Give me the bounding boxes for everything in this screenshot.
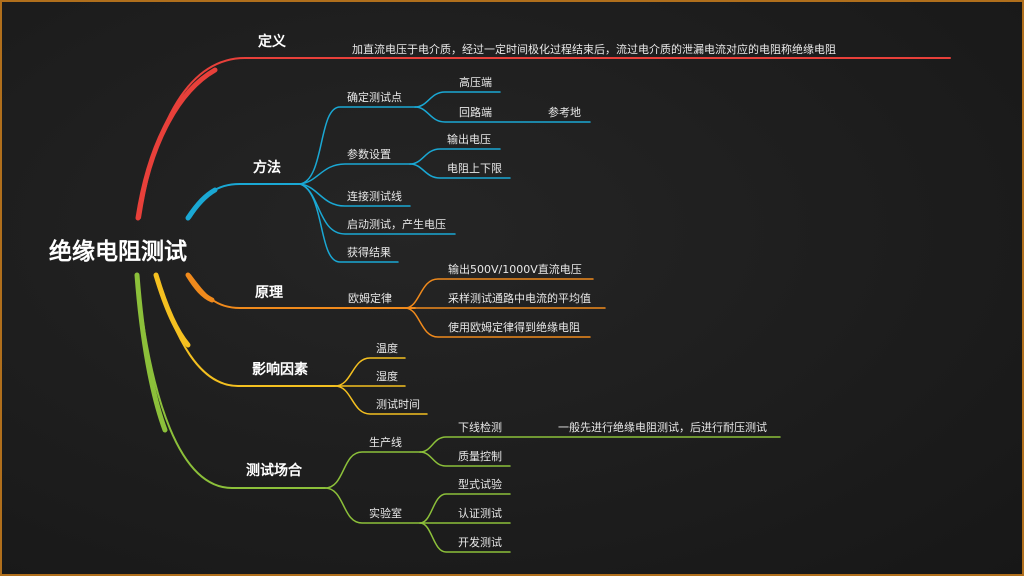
method-item[interactable]: 参数设置 — [347, 148, 391, 161]
scenario-subitem[interactable]: 质量控制 — [458, 450, 502, 463]
scenario-subitem[interactable]: 开发测试 — [458, 536, 502, 549]
scenario-item[interactable]: 生产线 — [369, 436, 402, 449]
branch-definition-line — [139, 57, 951, 219]
method-item[interactable]: 获得结果 — [347, 246, 391, 259]
principle-subitem[interactable]: 采样测试通路中电流的平均值 — [448, 292, 591, 305]
principle-subitem[interactable]: 输出500V/1000V直流电压 — [448, 263, 582, 276]
root-topic[interactable]: 绝缘电阻测试 — [49, 239, 187, 265]
factor-item[interactable]: 测试时间 — [376, 398, 420, 411]
scenario-subitem[interactable]: 型式试验 — [458, 478, 502, 491]
factor-item[interactable]: 湿度 — [376, 370, 398, 383]
branch-factors-line — [155, 274, 336, 387]
branch-factors[interactable]: 影响因素 — [252, 362, 308, 378]
factor-item[interactable]: 温度 — [376, 342, 398, 355]
method-item[interactable]: 确定测试点 — [347, 91, 402, 104]
method-subitem[interactable]: 输出电压 — [447, 133, 491, 146]
method-subitem[interactable]: 回路端 — [459, 106, 492, 119]
branch-method[interactable]: 方法 — [253, 160, 281, 176]
branch-method-line — [189, 183, 301, 219]
scenario-subitem[interactable]: 下线检测 — [458, 421, 502, 434]
method-note[interactable]: 参考地 — [548, 106, 581, 119]
principle-item[interactable]: 欧姆定律 — [348, 292, 392, 305]
method-item[interactable]: 启动测试，产生电压 — [347, 218, 446, 231]
principle-subitem[interactable]: 使用欧姆定律得到绝缘电阻 — [448, 321, 580, 334]
branch-definition[interactable]: 定义 — [258, 34, 286, 50]
branch-principle[interactable]: 原理 — [255, 285, 283, 301]
definition-text[interactable]: 加直流电压于电介质，经过一定时间极化过程结束后，流过电介质的泄漏电流对应的电阻称… — [352, 43, 836, 56]
method-subitem[interactable]: 电阻上下限 — [447, 162, 502, 175]
scenario-note[interactable]: 一般先进行绝缘电阻测试，后进行耐压测试 — [558, 421, 767, 434]
method-subitem[interactable]: 高压端 — [459, 76, 492, 89]
method-item[interactable]: 连接测试线 — [347, 190, 402, 203]
scenario-subitem[interactable]: 认证测试 — [458, 507, 502, 520]
scenario-item[interactable]: 实验室 — [369, 507, 402, 520]
branch-scenarios[interactable]: 测试场合 — [246, 463, 302, 479]
